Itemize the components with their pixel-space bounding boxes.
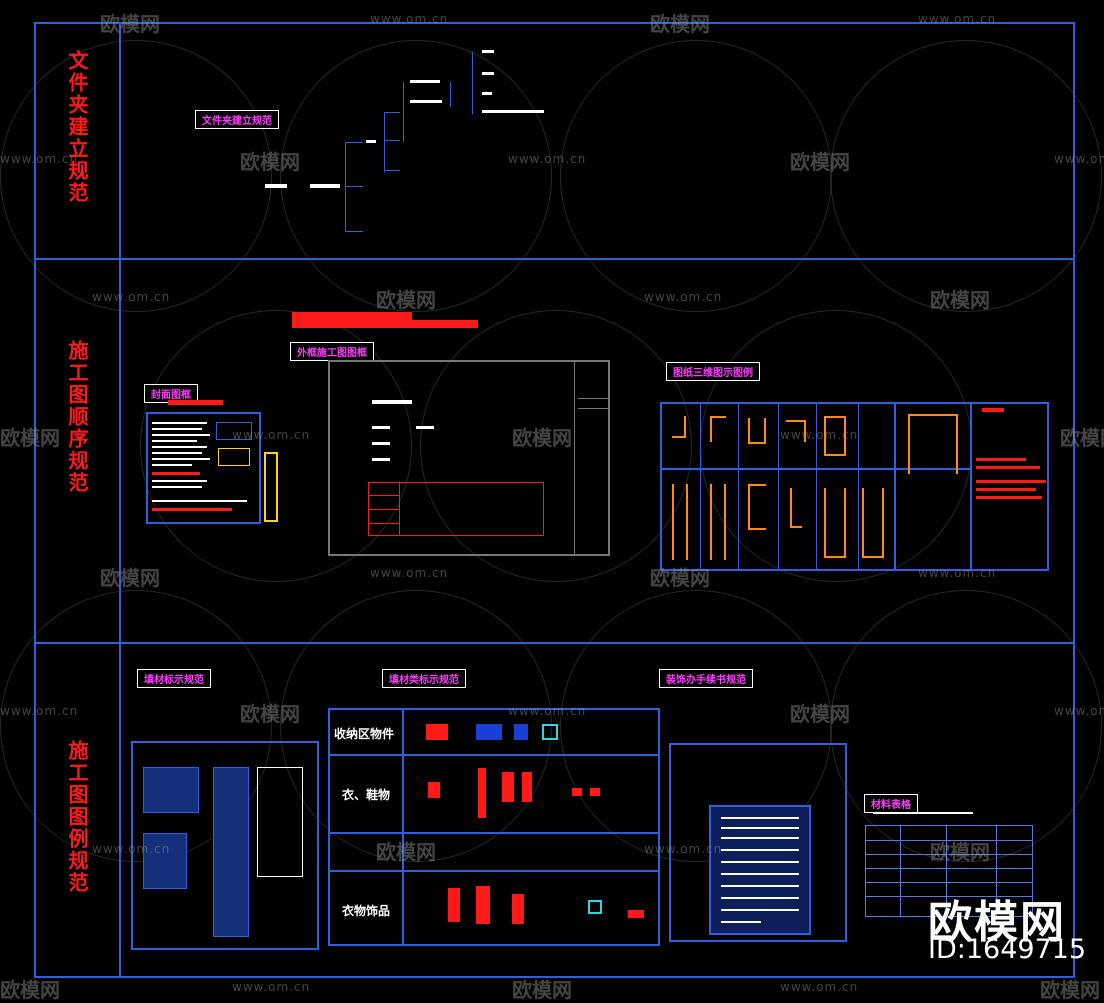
section-title-folder: 文件夹建立规范 [65, 50, 89, 204]
watermark-circle [280, 40, 552, 312]
title-column-divider [119, 22, 121, 978]
watermark-url: www.om.cn [232, 428, 311, 442]
watermark-url: www.om.cn [918, 566, 997, 580]
order-right-tag: 图纸三维图示图例 [666, 362, 760, 381]
watermark-circle [0, 40, 272, 312]
section-title-legend: 施工图图例规范 [65, 740, 89, 894]
watermark-url: www.om.cn [370, 566, 449, 580]
order-title-tag: 外框施工图图框 [290, 342, 374, 361]
watermark-logo: 欧模网 [1060, 426, 1104, 450]
brand-logo: 欧模网 [928, 897, 1066, 948]
watermark-url: www.om.cn [1054, 152, 1104, 166]
row-divider-1 [34, 258, 1075, 260]
brand-id: ID:1649715 [928, 934, 1087, 965]
watermark-url: www.om.cn [918, 12, 997, 26]
material-sheet [131, 741, 319, 950]
watermark-circle [420, 310, 692, 582]
watermark-url: www.om.cn [508, 152, 587, 166]
cover-sheet [146, 400, 261, 524]
legend-symbol-table [328, 708, 660, 946]
watermark-logo: 欧模网 [1040, 978, 1100, 1002]
main-frame-sheet [328, 360, 610, 556]
watermark-url: www.om.cn [92, 290, 171, 304]
watermark-logo: 欧模网 [240, 702, 300, 726]
watermark-url: www.om.cn [508, 704, 587, 718]
legend-tag-2: 填材类标示规范 [382, 669, 466, 688]
watermark-url: www.om.cn [1054, 704, 1104, 718]
watermark-url: www.om.cn [232, 980, 311, 994]
legend-row-label-1: 收纳区物件 [334, 727, 395, 741]
watermark-logo: 欧模网 [376, 288, 436, 312]
outer-frame [34, 22, 1075, 978]
watermark-circle [280, 590, 552, 862]
watermark-url: www.om.cn [780, 980, 859, 994]
watermark-logo: 欧模网 [790, 150, 850, 174]
watermark-logo: 欧模网 [100, 12, 160, 36]
legend-row-label-3: 衣物饰品 [342, 904, 391, 918]
folder-tag: 文件夹建立规范 [195, 110, 279, 129]
watermark-logo: 欧模网 [790, 702, 850, 726]
cover-side-strip [264, 452, 278, 522]
procedure-sheet [669, 743, 847, 942]
watermark-url: www.om.cn [370, 12, 449, 26]
watermark-circle [0, 590, 272, 862]
watermark-circle [830, 40, 1102, 312]
watermark-url: www.om.cn [0, 152, 79, 166]
legend-tag-3: 装饰办手续书规范 [659, 669, 753, 688]
watermark-url: www.om.cn [0, 704, 79, 718]
watermark-logo: 欧模网 [650, 566, 710, 590]
watermark-url: www.om.cn [644, 290, 723, 304]
3d-legend-grid [660, 402, 1049, 571]
section-title-order: 施工图顺序规范 [65, 340, 89, 494]
watermark-logo: 欧模网 [930, 288, 990, 312]
watermark-logo: 欧模网 [512, 978, 572, 1002]
watermark-logo: 欧模网 [512, 426, 572, 450]
legend-tag-1: 填材标示规范 [137, 669, 211, 688]
watermark-url: www.om.cn [644, 842, 723, 856]
row-divider-2 [34, 642, 1075, 644]
watermark-logo: 欧模网 [650, 12, 710, 36]
legend-tag-4: 材料表格 [864, 794, 918, 813]
watermark-logo: 欧模网 [0, 426, 60, 450]
watermark-logo: 欧模网 [376, 840, 436, 864]
watermark-circle [140, 310, 412, 582]
watermark-url: www.om.cn [92, 842, 171, 856]
watermark-logo: 欧模网 [240, 150, 300, 174]
legend-row-label-2: 衣、鞋物 [342, 788, 391, 802]
watermark-circle [830, 590, 1102, 862]
watermark-url: www.om.cn [780, 428, 859, 442]
watermark-logo: 欧模网 [100, 566, 160, 590]
watermark-logo: 欧模网 [930, 840, 990, 864]
watermark-logo: 欧模网 [0, 978, 60, 1002]
